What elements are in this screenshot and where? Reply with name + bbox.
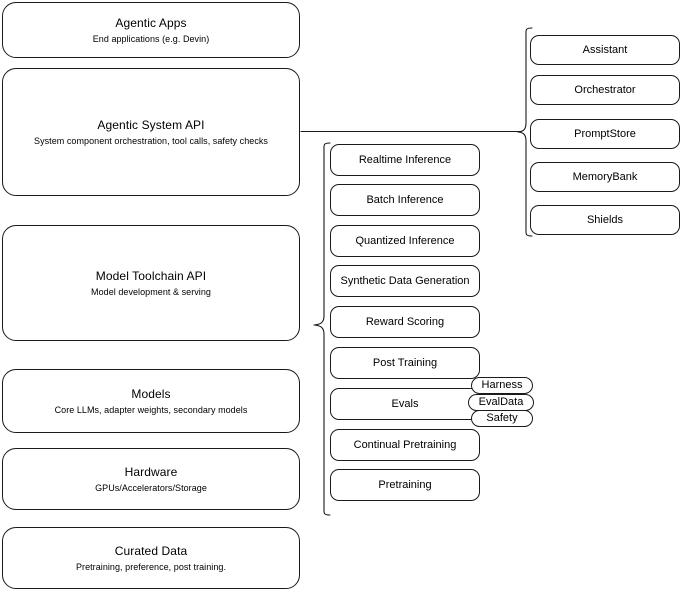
capability-batch-inference[interactable]: Batch Inference xyxy=(330,184,480,216)
capability-label: Synthetic Data Generation xyxy=(340,275,470,287)
capability-label: Continual Pretraining xyxy=(353,439,457,451)
layer-subtitle: GPUs/Accelerators/Storage xyxy=(95,482,207,493)
capability-evals[interactable]: Evals xyxy=(330,388,480,420)
layer-curated-data[interactable]: Curated Data Pretraining, preference, po… xyxy=(2,527,300,589)
capability-label: Quantized Inference xyxy=(355,235,455,247)
evals-subitem-harness[interactable]: Harness xyxy=(471,377,533,394)
layer-subtitle: Pretraining, preference, post training. xyxy=(75,561,227,572)
component-label: Shields xyxy=(586,214,624,226)
evals-subitem-evaldata[interactable]: EvalData xyxy=(468,394,534,411)
component-shields[interactable]: Shields xyxy=(530,205,680,235)
component-label: MemoryBank xyxy=(572,171,638,183)
layer-title: Curated Data xyxy=(114,543,188,558)
layer-title: Agentic Apps xyxy=(115,15,187,30)
capability-post-training[interactable]: Post Training xyxy=(330,347,480,379)
layer-title: Hardware xyxy=(124,464,178,479)
layer-model-toolchain-api[interactable]: Model Toolchain API Model development & … xyxy=(2,225,300,341)
evals-subitem-label: Safety xyxy=(486,412,518,424)
layer-title: Model Toolchain API xyxy=(95,268,207,283)
capability-label: Realtime Inference xyxy=(358,154,452,166)
component-orchestrator[interactable]: Orchestrator xyxy=(530,75,680,105)
component-assistant[interactable]: Assistant xyxy=(530,35,680,65)
capability-label: Reward Scoring xyxy=(365,316,445,328)
capability-label: Evals xyxy=(391,398,419,410)
evals-subitem-label: EvalData xyxy=(478,396,524,408)
capability-label: Post Training xyxy=(372,357,438,369)
component-promptstore[interactable]: PromptStore xyxy=(530,119,680,149)
component-label: Assistant xyxy=(582,44,628,56)
capability-quantized-inference[interactable]: Quantized Inference xyxy=(330,225,480,257)
evals-subitem-safety[interactable]: Safety xyxy=(471,410,533,427)
layer-subtitle: Model development & serving xyxy=(91,286,211,297)
layer-hardware[interactable]: Hardware GPUs/Accelerators/Storage xyxy=(2,448,300,510)
capability-label: Pretraining xyxy=(378,479,432,491)
layer-subtitle: System component orchestration, tool cal… xyxy=(34,135,268,146)
capability-label: Batch Inference xyxy=(366,194,444,206)
capability-continual-pretraining[interactable]: Continual Pretraining xyxy=(330,429,480,461)
layer-subtitle: End applications (e.g. Devin) xyxy=(92,33,210,44)
layer-title: Agentic System API xyxy=(97,117,205,132)
layer-agentic-apps[interactable]: Agentic Apps End applications (e.g. Devi… xyxy=(2,2,300,58)
component-label: PromptStore xyxy=(574,128,636,140)
evals-subitem-label: Harness xyxy=(481,379,523,391)
capability-realtime-inference[interactable]: Realtime Inference xyxy=(330,144,480,176)
layer-title: Models xyxy=(131,386,171,401)
capability-reward-scoring[interactable]: Reward Scoring xyxy=(330,306,480,338)
component-memorybank[interactable]: MemoryBank xyxy=(530,162,680,192)
capability-synthetic-data-generation[interactable]: Synthetic Data Generation xyxy=(330,265,480,297)
layer-models[interactable]: Models Core LLMs, adapter weights, secon… xyxy=(2,369,300,433)
layer-subtitle: Core LLMs, adapter weights, secondary mo… xyxy=(54,404,248,415)
capability-pretraining[interactable]: Pretraining xyxy=(330,469,480,501)
layer-agentic-system-api[interactable]: Agentic System API System component orch… xyxy=(2,68,300,196)
component-label: Orchestrator xyxy=(574,84,636,96)
